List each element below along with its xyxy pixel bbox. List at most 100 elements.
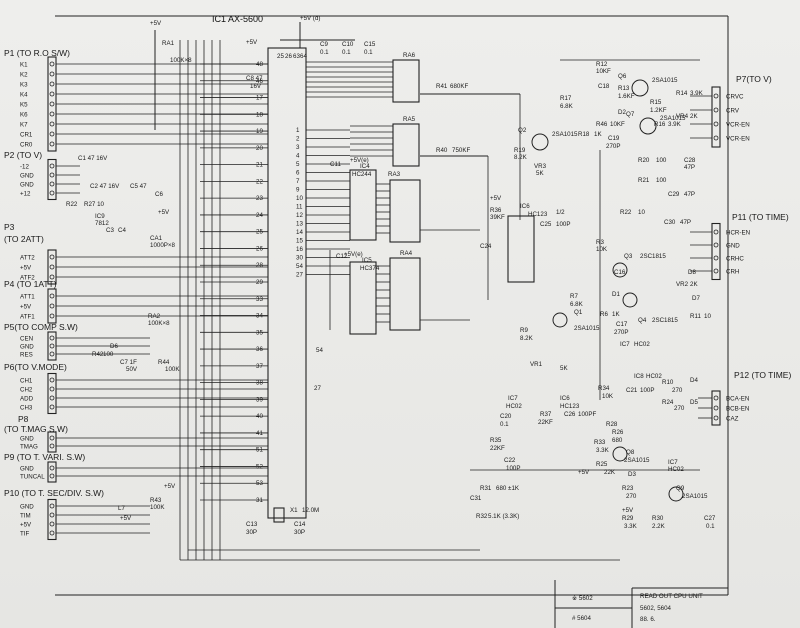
svg-text:R27 10: R27 10: [84, 201, 105, 208]
p1-pin-label: K3: [20, 82, 28, 89]
p11-pin-0: [713, 229, 719, 235]
svg-text:HC02: HC02: [506, 403, 522, 410]
ic1-left-pin-number: 53: [256, 480, 263, 487]
svg-text:1.6KF: 1.6KF: [618, 93, 635, 100]
svg-text:2SA1015: 2SA1015: [574, 325, 600, 332]
p5-pin-label: CEN: [20, 336, 33, 343]
p12-pin-1: [713, 405, 719, 411]
svg-text:D8: D8: [688, 269, 696, 276]
p7-pin-2: [713, 121, 719, 127]
svg-text:C16: C16: [614, 269, 626, 276]
svg-text:63: 63: [293, 53, 300, 60]
svg-text:IC7: IC7: [668, 459, 678, 466]
svg-text:7812: 7812: [95, 220, 109, 227]
ic1-left-pin-number: 36: [256, 346, 263, 353]
svg-text:C26: C26: [564, 411, 576, 418]
svg-text:HC02: HC02: [634, 341, 650, 348]
svg-text:R31: R31: [480, 485, 492, 492]
svg-text:Q9: Q9: [676, 485, 685, 492]
svg-text:1K: 1K: [594, 131, 602, 138]
svg-text:IC6: IC6: [560, 395, 570, 402]
svg-text:270: 270: [672, 387, 683, 394]
svg-text:26: 26: [285, 53, 292, 60]
transistor-part: 2SA1015: [652, 77, 678, 84]
svg-text:Q3: Q3: [624, 253, 633, 260]
ic1-right-pin-number: 5: [296, 161, 300, 168]
svg-text:3.9K: 3.9K: [668, 121, 682, 128]
p1-pin-1: [49, 71, 55, 77]
svg-text:+5V: +5V: [622, 507, 634, 514]
p6-pin-label: CH2: [20, 387, 33, 394]
svg-text:R17: R17: [560, 95, 572, 102]
svg-text:D1: D1: [612, 291, 620, 298]
ic1-left-pins: 4846171819202122232425262829333435363738…: [200, 61, 268, 504]
ic1-ref: IC1: [212, 14, 226, 24]
p4-pin-label: +5V: [20, 304, 32, 311]
data-bus: [306, 61, 480, 330]
svg-text:30P: 30P: [294, 529, 305, 536]
p2-pin-0: [49, 163, 55, 169]
svg-text:+5V: +5V: [578, 469, 590, 476]
ic1-right-pin-number: 14: [296, 229, 303, 236]
svg-text:C1 47 16V: C1 47 16V: [78, 155, 108, 162]
svg-text:R3: R3: [596, 239, 604, 246]
p12-pin-label: BCB-EN: [726, 406, 749, 413]
svg-text:R13: R13: [618, 85, 630, 92]
p12-pin-2: [713, 415, 719, 421]
p11-pin-label: CRHC: [726, 256, 744, 263]
svg-text:100K: 100K: [165, 366, 180, 373]
p12-pin-label: BCA-EN: [726, 396, 749, 403]
svg-text:VR4: VR4: [676, 113, 689, 120]
ra5: [392, 123, 420, 167]
p1-pin-2: [49, 81, 55, 87]
p7-pin-1: [713, 107, 719, 113]
p4-pin-0: [49, 293, 55, 299]
ic4: [349, 169, 377, 241]
ra1-ref: RA1: [162, 40, 175, 47]
svg-text:C14: C14: [294, 521, 306, 528]
p4-pin-label: ATT1: [20, 294, 35, 301]
svg-text:R25: R25: [596, 461, 608, 468]
svg-text:2K: 2K: [690, 281, 698, 288]
svg-text:HC123: HC123: [528, 211, 548, 218]
p4-pin-2: [49, 313, 55, 319]
svg-text:Q8: Q8: [626, 449, 635, 456]
p1-pin-0: [49, 61, 55, 67]
svg-text:L7: L7: [118, 505, 125, 512]
svg-text:100: 100: [656, 177, 667, 184]
svg-text:100P: 100P: [506, 465, 520, 472]
ic1-left-pin-number: 38: [256, 380, 263, 387]
svg-text:5.1K (3.3K): 5.1K (3.3K): [488, 513, 519, 520]
p3-pin-1: [49, 264, 55, 270]
svg-text:R9: R9: [520, 327, 528, 334]
p3-pin-label: +5V: [20, 265, 32, 272]
svg-text:100: 100: [656, 157, 667, 164]
p2-pin-label: GND: [20, 182, 34, 189]
svg-text:R19: R19: [514, 147, 526, 154]
svg-text:R23: R23: [622, 485, 634, 492]
svg-text:IC6: IC6: [520, 203, 530, 210]
svg-text:8.2K: 8.2K: [514, 154, 528, 161]
svg-text:D3: D3: [628, 471, 636, 478]
p11-housing: [711, 222, 721, 281]
p9-pin-label: TUNCAL: [20, 474, 45, 481]
svg-text:D7: D7: [692, 295, 700, 302]
svg-text:HC244: HC244: [352, 171, 372, 178]
ra3: [389, 179, 421, 243]
svg-text:6.8K: 6.8K: [560, 103, 574, 110]
ic1-left-pin-number: 48: [256, 61, 263, 68]
p9-pin-label: GND: [20, 466, 34, 473]
svg-text:R44: R44: [158, 359, 170, 366]
p5-pin-2: [49, 351, 55, 357]
svg-text:VR1: VR1: [530, 361, 543, 368]
svg-text:+5V: +5V: [150, 20, 162, 27]
p1-pin-label: CR1: [20, 132, 33, 139]
left-signal-bus: [179, 40, 620, 561]
ic1-right-pin-number: 12: [296, 212, 303, 219]
p8-pin-1: [49, 443, 55, 449]
svg-text:R16: R16: [654, 121, 666, 128]
ic1-right-pin-number: 7: [296, 178, 300, 185]
svg-text:100K×8: 100K×8: [148, 320, 170, 327]
